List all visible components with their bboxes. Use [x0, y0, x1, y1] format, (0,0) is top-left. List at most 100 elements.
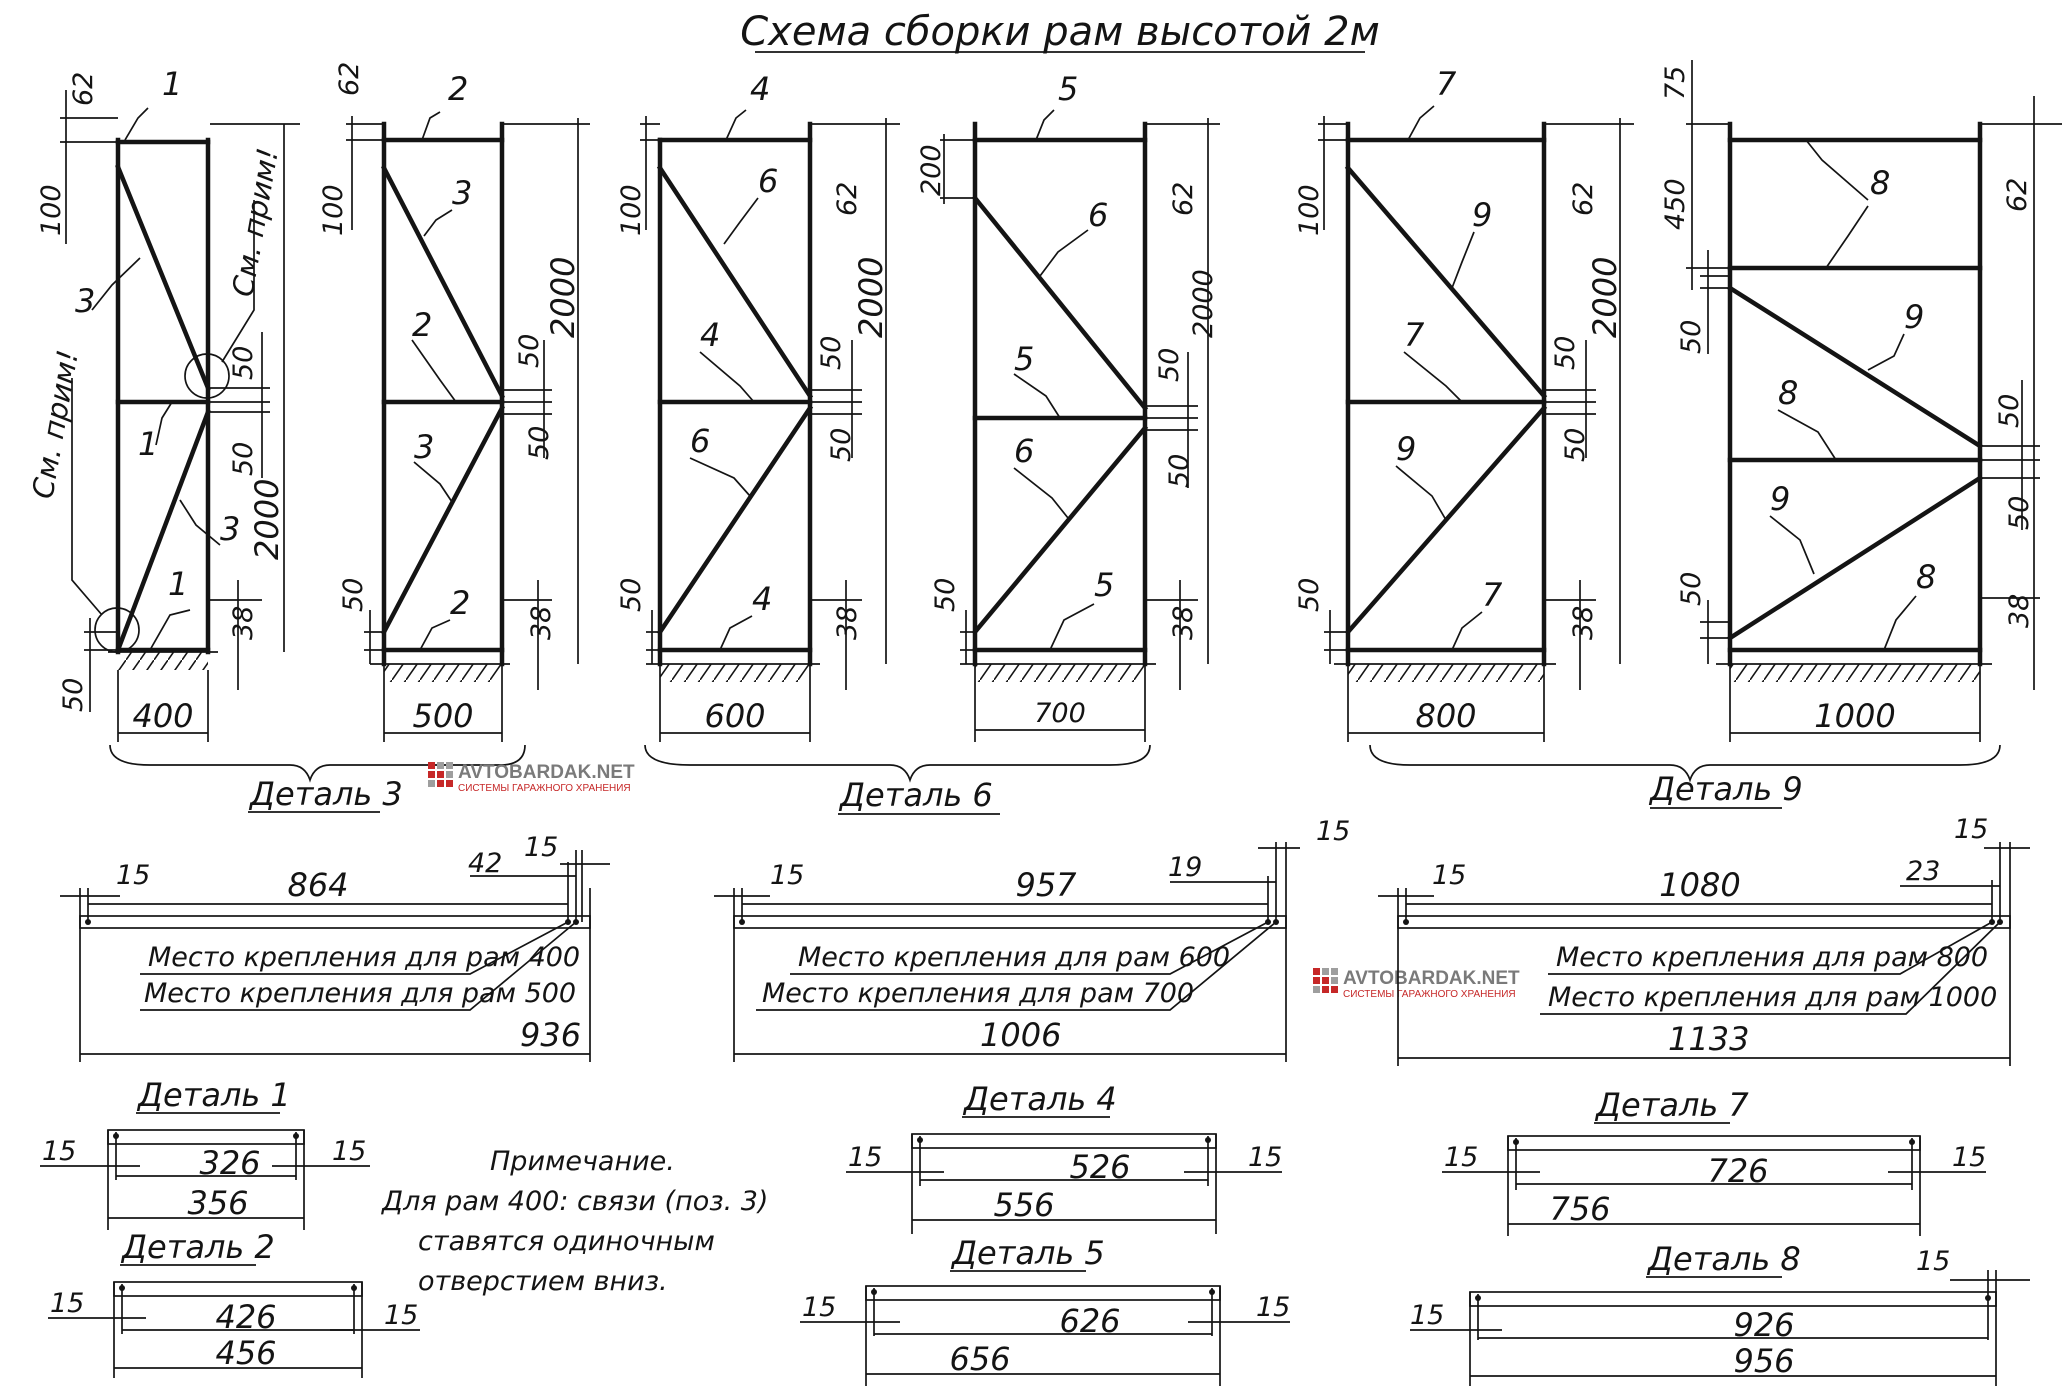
height-800: 2000: [1586, 257, 1624, 338]
dim-50: 50: [1560, 428, 1591, 462]
dim-edge: 15: [848, 1142, 882, 1173]
dim-50: 50: [1676, 320, 1707, 354]
dim-62: 62: [832, 182, 863, 216]
dim-75: 75: [1660, 66, 1691, 100]
dim-100: 100: [318, 184, 349, 236]
dim-38: 38: [526, 606, 557, 640]
dim-edge: 15: [802, 1292, 836, 1323]
dim-end: 15: [524, 832, 558, 863]
dim-50: 50: [228, 442, 259, 476]
part-label-7: 7: [1404, 316, 1425, 354]
dim-edge: 15: [1444, 1142, 1478, 1173]
dim-50: 50: [338, 578, 369, 612]
long-part-1006: 15 957 19 15 Место крепления для рам 600…: [714, 816, 1350, 1062]
part-label-4: 4: [752, 580, 772, 618]
dim-100: 100: [1294, 184, 1325, 236]
watermark-logo: AVTOBARDAK.NET СИСТЕМЫ ГАРАЖНОГО ХРАНЕНИ…: [1313, 968, 1520, 1000]
height-400: 2000: [248, 479, 286, 560]
detail-group-braces: Деталь 3 Деталь 6 Деталь 9: [109, 744, 2001, 815]
dim-62: 62: [1168, 182, 1199, 216]
dim-62: 62: [334, 62, 365, 96]
detail-title: Деталь 1: [136, 1076, 291, 1114]
dim-total: 1133: [1668, 1020, 1749, 1058]
watermark-subtitle: СИСТЕМЫ ГАРАЖНОГО ХРАНЕНИЯ: [1343, 989, 1516, 1000]
dim-50: 50: [2004, 496, 2035, 530]
dim-end: 15: [1316, 816, 1350, 847]
part-label-9: 9: [1472, 196, 1492, 234]
dim-50: 50: [930, 578, 961, 612]
dim-edge: 15: [1410, 1300, 1444, 1331]
detail-2: Деталь 2 15 15 426 456: [48, 1228, 420, 1378]
note-line-3: отверстием вниз.: [418, 1266, 668, 1297]
part-label-5: 5: [1014, 340, 1034, 378]
floor-hatch: [1348, 664, 1544, 682]
part-label-1: 1: [168, 565, 188, 603]
dim-outer: 956: [1733, 1342, 1794, 1380]
detail-title: Деталь 7: [1594, 1086, 1749, 1124]
width-700: 700: [1034, 698, 1086, 729]
note-circle: [94, 607, 140, 653]
detail-title: Деталь 5: [950, 1234, 1105, 1272]
part-label-8: 8: [1916, 558, 1936, 596]
part-label-8: 8: [1778, 374, 1798, 412]
dim-50: 50: [514, 334, 545, 368]
frame-1000: 1000 62 75 450 50 50 50 50 38 8 9 8 9 8: [1660, 60, 2062, 742]
drawing-title: Схема сборки рам высотой 2м: [740, 9, 1380, 55]
part-label-7: 7: [1482, 576, 1503, 614]
dim-38: 38: [832, 606, 863, 640]
part-label-1: 1: [138, 425, 158, 463]
detail-7: Деталь 7 15 15 726 756: [1442, 1086, 1986, 1236]
part-label-2: 2: [450, 584, 470, 622]
watermark-logo: AVTOBARDAK.NET СИСТЕМЫ ГАРАЖНОГО ХРАНЕНИ…: [428, 762, 635, 794]
dim-edge: 15: [42, 1136, 76, 1167]
dim-450: 450: [1660, 178, 1691, 230]
part-label-6: 6: [1014, 432, 1034, 470]
note-line-2: ставятся одиночным: [418, 1226, 715, 1257]
dim-50: 50: [1164, 454, 1195, 488]
part-label-9: 9: [1396, 430, 1416, 468]
detail-group-3: Деталь 3: [248, 775, 403, 813]
dim-outer: 556: [993, 1186, 1054, 1224]
watermark-name: AVTOBARDAK.NET: [1343, 968, 1520, 989]
detail-4: Деталь 4 15 15 526 556: [846, 1080, 1282, 1234]
width-1000: 1000: [1814, 697, 1895, 735]
floor-hatch: [975, 664, 1145, 682]
dim-inner: 626: [1059, 1302, 1120, 1340]
dim-50: 50: [1676, 572, 1707, 606]
part-label-4: 4: [700, 316, 720, 354]
dim-50: 50: [1294, 578, 1325, 612]
part-label-3: 3: [414, 428, 434, 466]
dim-62: 62: [68, 72, 99, 106]
dim-inner: 42: [468, 848, 502, 879]
part-label-2: 2: [448, 70, 468, 108]
dim-span: 864: [287, 866, 348, 904]
mount-note-1: Место крепления для рам 600: [798, 942, 1230, 973]
dim-50: 50: [1994, 394, 2025, 428]
width-600: 600: [704, 697, 765, 735]
detail-group-9: Деталь 9: [1648, 770, 1803, 808]
dim-edge: 15: [116, 860, 150, 891]
dim-50: 50: [1154, 348, 1185, 382]
dim-edge: 15: [1256, 1292, 1290, 1323]
assembly-note: Примечание. Для рам 400: связи (поз. 3) …: [381, 1146, 768, 1297]
watermark-subtitle: СИСТЕМЫ ГАРАЖНОГО ХРАНЕНИЯ: [458, 783, 631, 794]
mount-note-2: Место крепления для рам 700: [762, 978, 1194, 1009]
width-400: 400: [132, 697, 193, 735]
frame-700: 700 2000 200 50 50 50 38 62 5 6 5 6 5: [916, 70, 1220, 742]
part-label-8: 8: [1870, 164, 1890, 202]
frame-500: 500 2000 62 100 50 50 50 38 2 3 2 3 2: [318, 62, 590, 742]
dim-edge: 15: [1916, 1246, 1950, 1277]
dim-span: 957: [1015, 866, 1077, 904]
part-label-1: 1: [162, 65, 182, 103]
dim-edge: 15: [770, 860, 804, 891]
dim-edge: 15: [1952, 1142, 1986, 1173]
dim-total: 936: [520, 1016, 581, 1054]
dim-inner: 426: [215, 1298, 276, 1336]
detail-8: Деталь 8 15 15 926 956: [1410, 1240, 2030, 1386]
floor-hatch: [660, 664, 810, 682]
note-line-1: Для рам 400: связи (поз. 3): [381, 1186, 768, 1217]
part-label-6: 6: [758, 162, 778, 200]
dim-edge: 15: [1248, 1142, 1282, 1173]
detail-1: Деталь 1 15 15 326 356: [40, 1076, 370, 1230]
dim-outer: 356: [187, 1184, 248, 1222]
